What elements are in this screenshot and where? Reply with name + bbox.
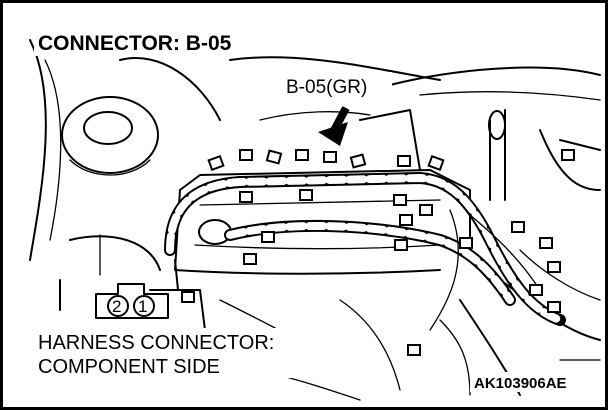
harness-connectors (181, 149, 575, 356)
wire-harness (164, 172, 566, 331)
pin-diagram (95, 283, 169, 319)
pin-1 (133, 295, 155, 317)
harness-label-line1: HARNESS CONNECTOR: (38, 332, 274, 354)
pin-1-label: 1 (138, 297, 147, 316)
diagram-title: CONNECTOR: B-05 (38, 32, 232, 55)
figure-code: AK103906AE (474, 375, 567, 392)
callout-arrow (318, 106, 350, 146)
pin-2 (107, 295, 129, 317)
connector-callout: B-05(GR) (286, 77, 367, 98)
pin-2-label: 2 (112, 297, 121, 316)
harness-label-line2: COMPONENT SIDE (38, 356, 220, 378)
engine-bay-background (29, 39, 601, 401)
